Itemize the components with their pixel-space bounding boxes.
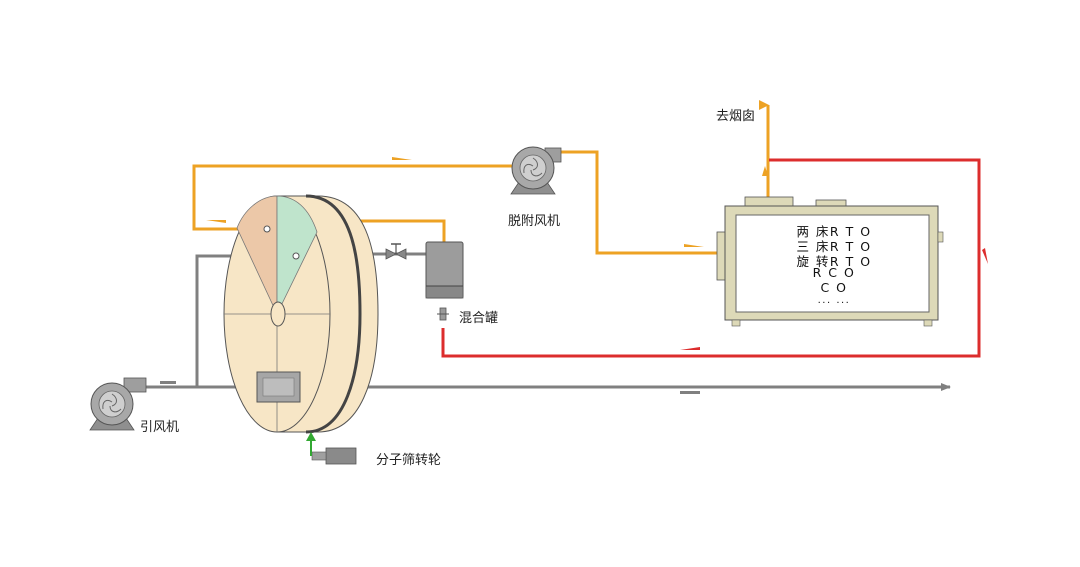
flow-arrow	[982, 248, 988, 264]
furnace-line: ... ...	[817, 295, 851, 306]
port-marker	[292, 252, 300, 260]
motor-icon	[306, 432, 357, 465]
valve-icon	[437, 307, 449, 321]
heat-exchange-pipe	[330, 219, 446, 242]
flow-arrow	[762, 166, 768, 176]
rotor-hub	[270, 301, 286, 327]
furnace-line: 旋 转R T O	[796, 254, 872, 269]
red-flow-arrows	[680, 248, 988, 350]
mixing-tank	[425, 241, 464, 299]
port-marker	[263, 225, 271, 233]
furnace-inner-panel	[735, 214, 930, 313]
furnace-outlet-pipe	[441, 158, 981, 358]
mixing-tank-label: 混合罐	[459, 311, 499, 326]
rotor-wheel	[223, 194, 379, 434]
furnace-line: 两 床R T O	[796, 224, 872, 239]
rotor-belt	[305, 194, 362, 434]
flow-arrow	[206, 220, 226, 223]
gray-flow-arrows	[160, 381, 700, 394]
red-pipes	[441, 158, 981, 358]
oxidizer-box	[716, 196, 944, 327]
orange-pipes	[192, 100, 770, 255]
furnace-side-lug	[937, 231, 944, 243]
desorption-fan-to-furnace-pipe	[560, 150, 717, 255]
flow-arrow	[684, 244, 704, 247]
fan-icon	[89, 377, 147, 431]
flow-arrow	[680, 391, 700, 394]
desorption-return-pipe	[192, 164, 512, 231]
valve-icon	[385, 243, 407, 260]
furnace-feet	[731, 319, 741, 327]
furnace-feet	[923, 319, 933, 327]
flow-arrow	[392, 157, 412, 160]
inlet-duct-inner	[262, 377, 295, 397]
desorption-fan-label: 脱附风机	[508, 214, 561, 229]
chimney-label: 去烟囱	[716, 109, 756, 124]
flow-arrow	[160, 381, 176, 384]
flow-arrow	[680, 347, 700, 350]
rotor-label: 分子筛转轮	[376, 453, 442, 468]
induced-fan-label: 引风机	[140, 420, 180, 435]
fan-icon	[510, 146, 562, 195]
furnace-line: C O	[820, 280, 848, 295]
furnace-line: 三 床R T O	[796, 239, 872, 254]
furnace-side-nozzle	[716, 231, 726, 281]
furnace-line: R C O	[812, 265, 856, 280]
orange-flow-arrows	[206, 157, 768, 247]
